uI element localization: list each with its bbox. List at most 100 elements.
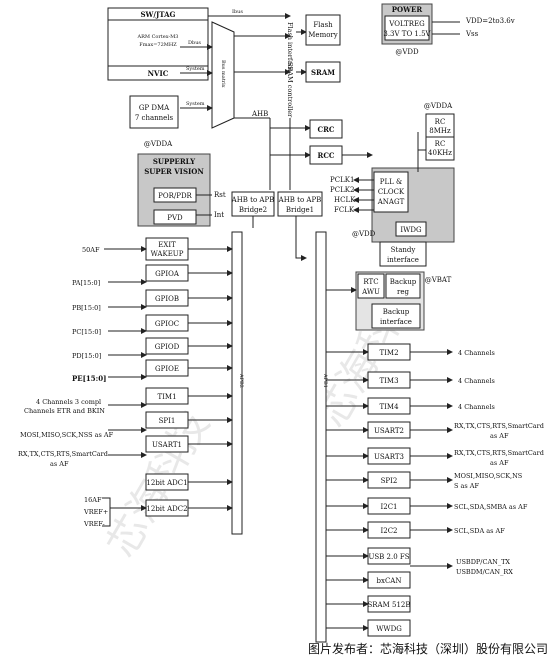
rst-label: Rst: [214, 191, 226, 199]
pvd-block: [153, 209, 197, 225]
adc1-label: 12bit ADC1: [146, 479, 187, 487]
exit-label: EXIT: [158, 241, 176, 249]
power-title: POWER: [392, 5, 423, 14]
supervision-title2: SUPER VISION: [144, 167, 204, 176]
vdda-right-label: @VDDA: [424, 102, 453, 110]
ibus-tag: Ibus: [232, 9, 243, 15]
ahb-apb-bridge1: [277, 191, 323, 217]
pll-line1: PLL &: [380, 178, 402, 186]
adc2-label: 12bit ADC2: [146, 505, 187, 513]
bridge2-line1: AHB to APB: [231, 196, 275, 204]
spi2-desc-line1: MOSI,MISO,SCK,NS: [454, 472, 522, 480]
apb2-label: APB2: [238, 373, 244, 388]
gpioe-label: GPIOE: [155, 365, 179, 373]
sram-block: [305, 61, 341, 83]
dma-label-line2: 7 channels: [135, 114, 174, 122]
backup-iface-line1: Backup: [383, 308, 410, 316]
tim2-desc: 4 Channels: [458, 349, 495, 357]
sram512-label: SRAM 512B: [367, 601, 410, 609]
backup-interface-block: [371, 303, 421, 329]
soaf-label: 50AF: [82, 246, 100, 254]
por-pdr-label: POR/PDR: [158, 192, 192, 200]
pd-label: PD[15:0]: [72, 352, 101, 360]
fmax-label: Fmax=72MHZ: [139, 42, 177, 48]
spi2-label: SPI2: [381, 477, 398, 485]
usb-desc-line2: USBDM/CAN_RX: [456, 568, 513, 576]
gpiod-label: GPIOD: [155, 343, 180, 351]
spi1-desc: MOSI,MISO,SCK,NSS as AF: [20, 431, 114, 439]
ahb-label: AHB: [251, 110, 268, 118]
flash-memory-line1: Flash: [313, 21, 333, 29]
standby-interface-block: [379, 241, 427, 267]
i2c1-label: I2C1: [380, 503, 397, 511]
usart1-label: USART1: [152, 441, 182, 449]
usart2-desc-line2: as AF: [490, 432, 509, 440]
tim3-label: TIM3: [379, 377, 398, 385]
clock-outputs: PCLK1 PCLK2 HCLK FCLK: [330, 176, 374, 214]
pb-label: PB[15:0]: [72, 304, 101, 312]
vdd-range-label: VDD=2to3.6v: [465, 17, 515, 25]
pll-line2: CLOCK: [378, 188, 405, 196]
rc-8mhz-label: 8MHz: [429, 127, 451, 135]
flash-memory-line2: Memory: [308, 31, 338, 39]
pa-label: PA[15:0]: [72, 279, 100, 287]
rc2-label: RC: [435, 140, 446, 148]
iwdg-label: IWDG: [400, 226, 422, 234]
crc-block: [309, 119, 343, 139]
usb-desc-line1: USBDP/CAN_TX: [456, 558, 510, 566]
usart2-desc-line1: RX,TX,CTS,RTS,SmartCard: [454, 422, 544, 430]
bridge1-line1: AHB to APB: [278, 196, 322, 204]
dma-label-line1: GP DMA: [139, 104, 170, 112]
dma-block: [129, 95, 179, 129]
apb1-label: APB1: [322, 373, 328, 388]
tim1-desc-line2: Channels ETR and BKIN: [24, 407, 105, 415]
fclk-label: FCLK: [334, 206, 355, 214]
gpiob-label: GPIOB: [155, 295, 179, 303]
flash-interface-label: Flash interface: [286, 22, 294, 72]
backup-iface-line2: interface: [380, 318, 412, 326]
backup-reg-line1: Backup: [390, 278, 417, 286]
ahb-apb-bridge2: [231, 191, 275, 217]
nvic-label: NVIC: [148, 69, 169, 78]
tim3-desc: 4 Channels: [458, 377, 495, 385]
i2c1-desc: SCL,SDA,SMBA as AF: [454, 503, 528, 511]
i2c2-label: I2C2: [380, 527, 397, 535]
rtc-awu-block: [357, 273, 385, 299]
pe-label: PE[15:0]: [72, 374, 106, 383]
tim2-label: TIM2: [379, 349, 398, 357]
system-tag-2: System: [186, 101, 205, 107]
image-caption: 图片发布者：芯海科技（深圳）股份有限公司: [307, 642, 548, 656]
rc-40khz-label: 40KHz: [428, 149, 452, 157]
usart3-desc-line2: as AF: [490, 459, 509, 467]
vdd-mid-label: @VDD: [352, 230, 376, 238]
bridge1-line2: Bridge1: [286, 206, 314, 214]
pll-line3: ANAGT: [377, 198, 405, 206]
voltreg-label: VOLTREG: [388, 20, 425, 28]
power-vdd-label: @VDD: [395, 48, 419, 56]
flash-memory-block: [305, 14, 341, 46]
bus-matrix-label: Bus matrix: [220, 60, 226, 88]
vdda-left-label: @VDDA: [144, 140, 173, 148]
wakeup-label: WAKEUP: [151, 250, 184, 258]
sram-controller-label: SRAM controller: [286, 62, 294, 118]
sram-label: SRAM: [311, 68, 335, 77]
pclk1-label: PCLK1: [330, 176, 354, 184]
supervision-title1: SUPPERLY: [153, 157, 196, 166]
rcc-label: RCC: [318, 151, 335, 160]
usart3-desc-line1: RX,TX,CTS,RTS,SmartCard: [454, 449, 544, 457]
apb2-bus: [231, 231, 243, 535]
int-label: Int: [214, 211, 224, 219]
right-peripherals: TIM2 4 Channels TIM3 4 Channels TIM4 4 C…: [326, 287, 544, 637]
tim1-desc-line1: 4 Channels 3 compl: [36, 398, 101, 406]
iwdg-block: [395, 221, 427, 237]
pc-label: PC[15:0]: [72, 328, 101, 336]
wwdg-label: WWDG: [376, 625, 402, 633]
16af-label: 16AF: [84, 496, 102, 504]
usart1-desc-line2: as AF: [50, 460, 69, 468]
crc-label: CRC: [318, 125, 335, 134]
system-tag-1: System: [186, 66, 205, 72]
spi1-label: SPI1: [159, 417, 176, 425]
bridge2-line2: Bridge2: [239, 206, 267, 214]
rtc-label: RTC: [363, 278, 378, 286]
